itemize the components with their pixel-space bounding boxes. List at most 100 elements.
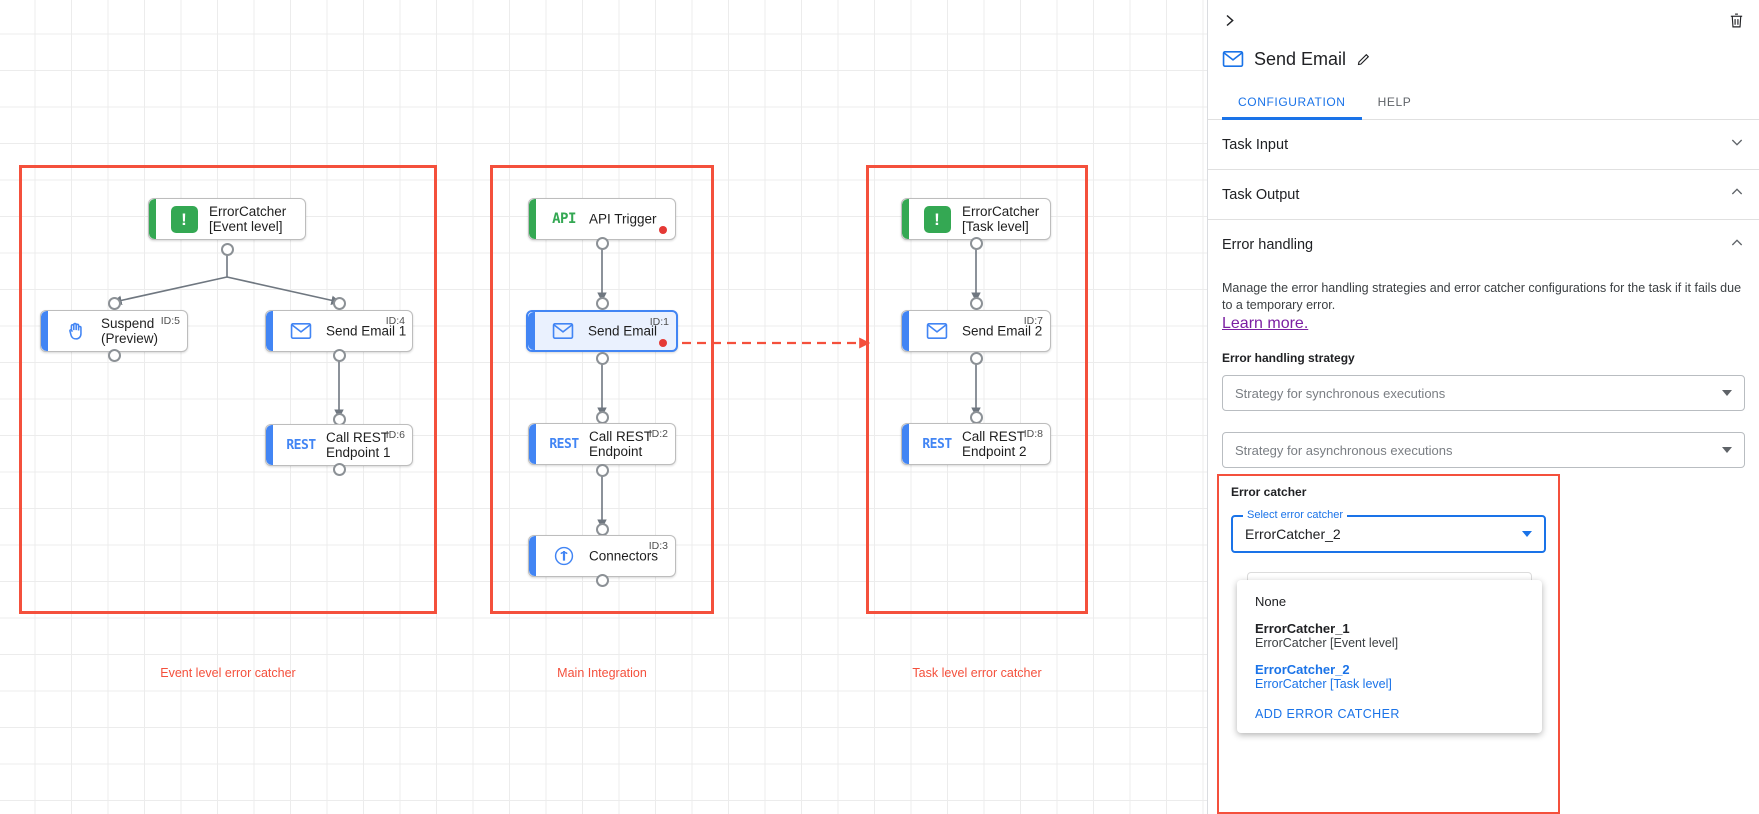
section-task-output[interactable]: Task Output [1208,170,1759,220]
async-strategy-value: Strategy for asynchronous executions [1235,442,1453,458]
node-port-in[interactable] [596,297,609,310]
section-title: Task Output [1222,186,1300,203]
dropdown-option-none[interactable]: None [1237,588,1542,615]
node-port-in[interactable] [333,297,346,310]
node-call-rest-endpoint-1[interactable]: REST Call REST Endpoint 1 ID:6 [265,424,413,466]
email-icon [1222,50,1244,68]
select-error-catcher-label: Select error catcher [1243,509,1347,521]
section-title: Task Input [1222,136,1289,153]
pencil-icon[interactable] [1356,52,1371,67]
tab-configuration[interactable]: CONFIGURATION [1222,86,1362,120]
node-accent-bar [902,311,909,351]
select-error-catcher[interactable]: Select error catcher ErrorCatcher_2 [1231,509,1546,553]
trash-icon[interactable] [1723,7,1749,33]
group-task-level [866,165,1088,614]
group-caption-task-level: Task level error catcher [912,666,1042,680]
rest-icon: REST [549,436,579,452]
node-connectors[interactable]: Connectors ID:3 [528,535,676,577]
node-accent-bar [902,199,909,239]
sync-strategy-select[interactable]: Strategy for synchronous executions [1222,375,1745,411]
node-label: Connectors [589,548,659,564]
error-catcher-dropdown: None ErrorCatcher_1 ErrorCatcher [Event … [1237,580,1542,733]
node-send-email-1[interactable]: Send Email 1 ID:4 [265,310,413,352]
node-label: Send Email [588,323,658,339]
node-port-out[interactable] [970,237,983,250]
error-catcher-icon: ! [169,204,199,234]
panel-topbar [1208,0,1759,40]
connectors-icon [549,541,579,571]
panel-title-row: Send Email [1208,40,1759,78]
node-label: Send Email 1 [326,323,407,339]
email-icon [286,316,316,346]
email-icon [548,316,578,346]
node-port-out[interactable] [596,464,609,477]
node-call-rest-endpoint-2[interactable]: REST Call REST Endpoint 2 ID:8 [901,423,1051,465]
page-title: Send Email [1254,48,1347,69]
panel-tabs: CONFIGURATION HELP [1208,86,1759,120]
node-label: Send Email 2 [962,323,1043,339]
node-port-in[interactable] [970,297,983,310]
group-caption-main-integration: Main Integration [557,666,647,680]
node-id-badge: ID:1 [649,316,669,328]
node-errorcatcher-event-level[interactable]: ! ErrorCatcher [Event level] [148,198,306,240]
section-error-handling[interactable]: Error handling [1208,220,1759,270]
node-port-out[interactable] [596,237,609,250]
node-label: Call REST Endpoint 1 [326,430,391,460]
option-primary: ErrorCatcher_1 [1255,621,1350,636]
node-id-badge: ID:7 [1023,315,1043,327]
section-title: Error handling [1222,237,1314,253]
node-label: ErrorCatcher [Task level] [962,204,1040,234]
option-primary: None [1255,594,1287,609]
node-suspend-preview[interactable]: Suspend (Preview) ID:5 [40,310,188,352]
error-handling-description: Manage the error handling strategies and… [1222,281,1742,312]
api-icon: API [552,211,576,227]
node-accent-bar [266,425,273,465]
node-call-rest-endpoint[interactable]: REST Call REST Endpoint ID:2 [528,423,676,465]
node-label: ErrorCatcher [Event level] [209,204,287,234]
error-dot-indicator [659,339,667,347]
rest-icon: REST [922,436,952,452]
node-send-email-selected[interactable]: Send Email ID:1 [526,310,678,352]
node-send-email-2[interactable]: Send Email 2 ID:7 [901,310,1051,352]
tab-help[interactable]: HELP [1377,95,1412,109]
chevron-down-icon [1522,531,1532,537]
hand-icon [61,316,91,346]
node-accent-bar [529,199,536,239]
add-error-catcher-button[interactable]: ADD ERROR CATCHER [1255,707,1400,721]
chevron-right-icon[interactable] [1216,7,1242,33]
error-catcher-block: Error catcher Select error catcher Error… [1217,474,1560,814]
node-port-out[interactable] [221,243,234,256]
async-strategy-select[interactable]: Strategy for asynchronous executions [1222,432,1745,468]
section-task-input[interactable]: Task Input [1208,120,1759,170]
node-errorcatcher-task-level[interactable]: ! ErrorCatcher [Task level] [901,198,1051,240]
integration-canvas[interactable]: Event level error catcher Main Integrati… [0,0,1207,814]
node-port-out[interactable] [970,352,983,365]
node-accent-bar [529,536,536,576]
node-id-badge: ID:3 [648,540,668,552]
chevron-down-icon [1722,390,1732,396]
dropdown-option-errorcatcher-1[interactable]: ErrorCatcher_1 ErrorCatcher [Event level… [1237,615,1542,656]
node-accent-bar [41,311,48,351]
node-label: Call REST Endpoint 2 [962,429,1027,459]
error-handling-strategy-label: Error handling strategy [1222,351,1355,365]
node-port-out[interactable] [108,349,121,362]
node-label: Suspend (Preview) [101,316,159,346]
select-error-catcher-value: ErrorCatcher_2 [1245,526,1341,542]
node-api-trigger[interactable]: API API Trigger [528,198,676,240]
error-handling-body: Manage the error handling strategies and… [1208,270,1759,468]
node-port-in[interactable] [108,297,121,310]
node-accent-bar [902,424,909,464]
node-label: API Trigger [589,211,657,227]
group-caption-event-level: Event level error catcher [160,666,296,680]
node-port-out[interactable] [596,574,609,587]
chevron-up-icon [1729,235,1745,256]
node-port-out[interactable] [333,349,346,362]
sync-strategy-value: Strategy for synchronous executions [1235,385,1446,401]
dropdown-option-errorcatcher-2[interactable]: ErrorCatcher_2 ErrorCatcher [Task level] [1237,656,1542,697]
learn-more-link[interactable]: Learn more. [1222,315,1309,332]
error-catcher-icon: ! [922,204,952,234]
node-id-badge: ID:2 [648,428,668,440]
rest-icon: REST [286,437,316,453]
node-port-out[interactable] [333,463,346,476]
node-port-out[interactable] [596,352,609,365]
